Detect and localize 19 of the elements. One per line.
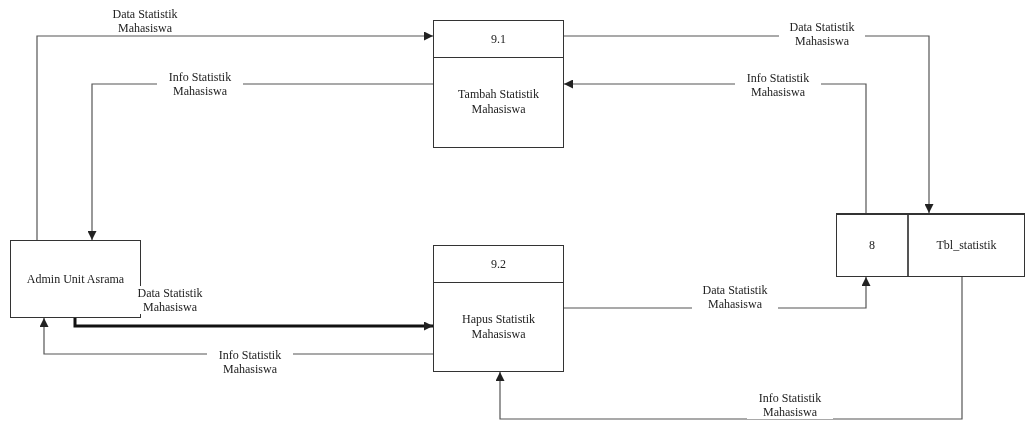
arrow: [495, 276, 963, 420]
data-store-box: [836, 213, 1025, 277]
edge-label: Info Statistik Mahasiswa: [735, 71, 821, 99]
store-name: Tbl_statistik: [936, 238, 997, 253]
process-number: 9.1: [491, 31, 506, 47]
process-name: Hapus Statistik Mahasiswa: [461, 311, 536, 342]
process-number: 9.2: [491, 256, 506, 272]
edge-label: Data Statistik Mahasiswa: [692, 283, 778, 311]
process-box: [433, 20, 564, 148]
arrow: [73, 318, 433, 331]
process-box: [433, 245, 564, 372]
process-name: Tambah Statistik Mahasiswa: [457, 87, 540, 117]
store-id: 8: [869, 238, 875, 253]
edge-label: Info Statistik Mahasiswa: [747, 391, 833, 419]
edge-label: Info Statistik Mahasiswa: [157, 70, 243, 98]
arrow: [36, 31, 434, 241]
entity-name: Admin Unit Asrama: [26, 271, 125, 287]
edge-label: Data Statistik Mahasiswa: [779, 20, 865, 48]
edge-label: Info Statistik Mahasiswa: [207, 348, 293, 376]
